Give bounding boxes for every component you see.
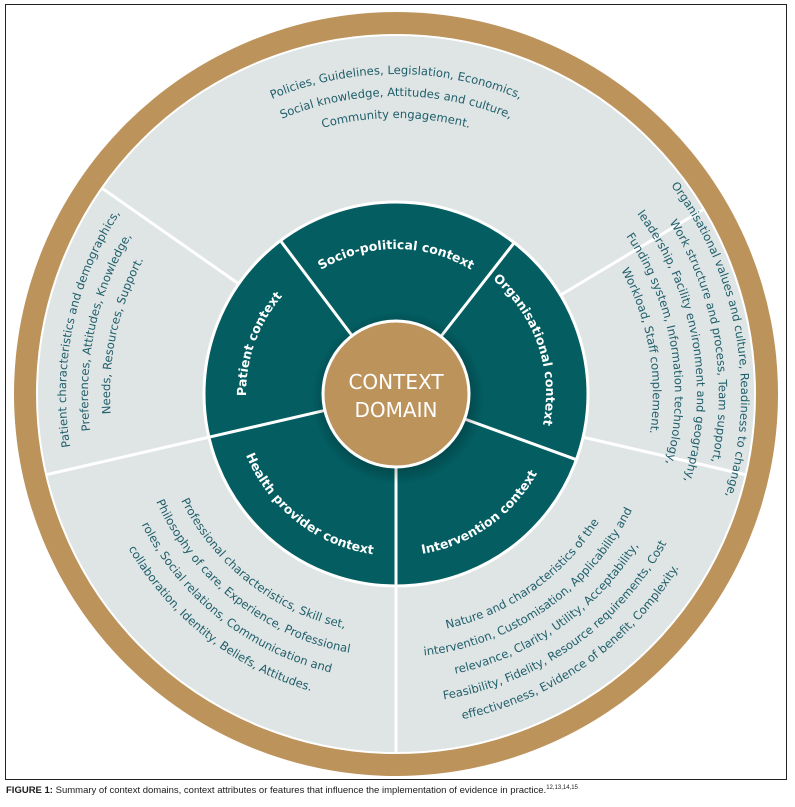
caption-text: Summary of context domains, context attr…	[52, 785, 547, 797]
figure-caption: FIGURE 1: Summary of context domains, co…	[6, 785, 578, 796]
outer-dividers	[45, 186, 747, 753]
divider-line	[208, 408, 327, 439]
divider-line	[439, 241, 516, 339]
divider-line	[45, 435, 212, 477]
divider-line	[558, 207, 705, 298]
center-title-line2: DOMAIN	[355, 398, 438, 422]
divider-line	[101, 186, 242, 287]
divider-line	[279, 239, 354, 338]
center-circle	[321, 319, 471, 469]
divider-line	[580, 435, 747, 477]
caption-references: 12,13,14,15	[546, 785, 578, 791]
divider-line	[463, 417, 577, 462]
center-title-line1: CONTEXT	[348, 370, 444, 394]
figure-frame	[5, 4, 787, 780]
caption-label: FIGURE 1:	[6, 785, 53, 797]
inner-dividers	[208, 239, 577, 586]
